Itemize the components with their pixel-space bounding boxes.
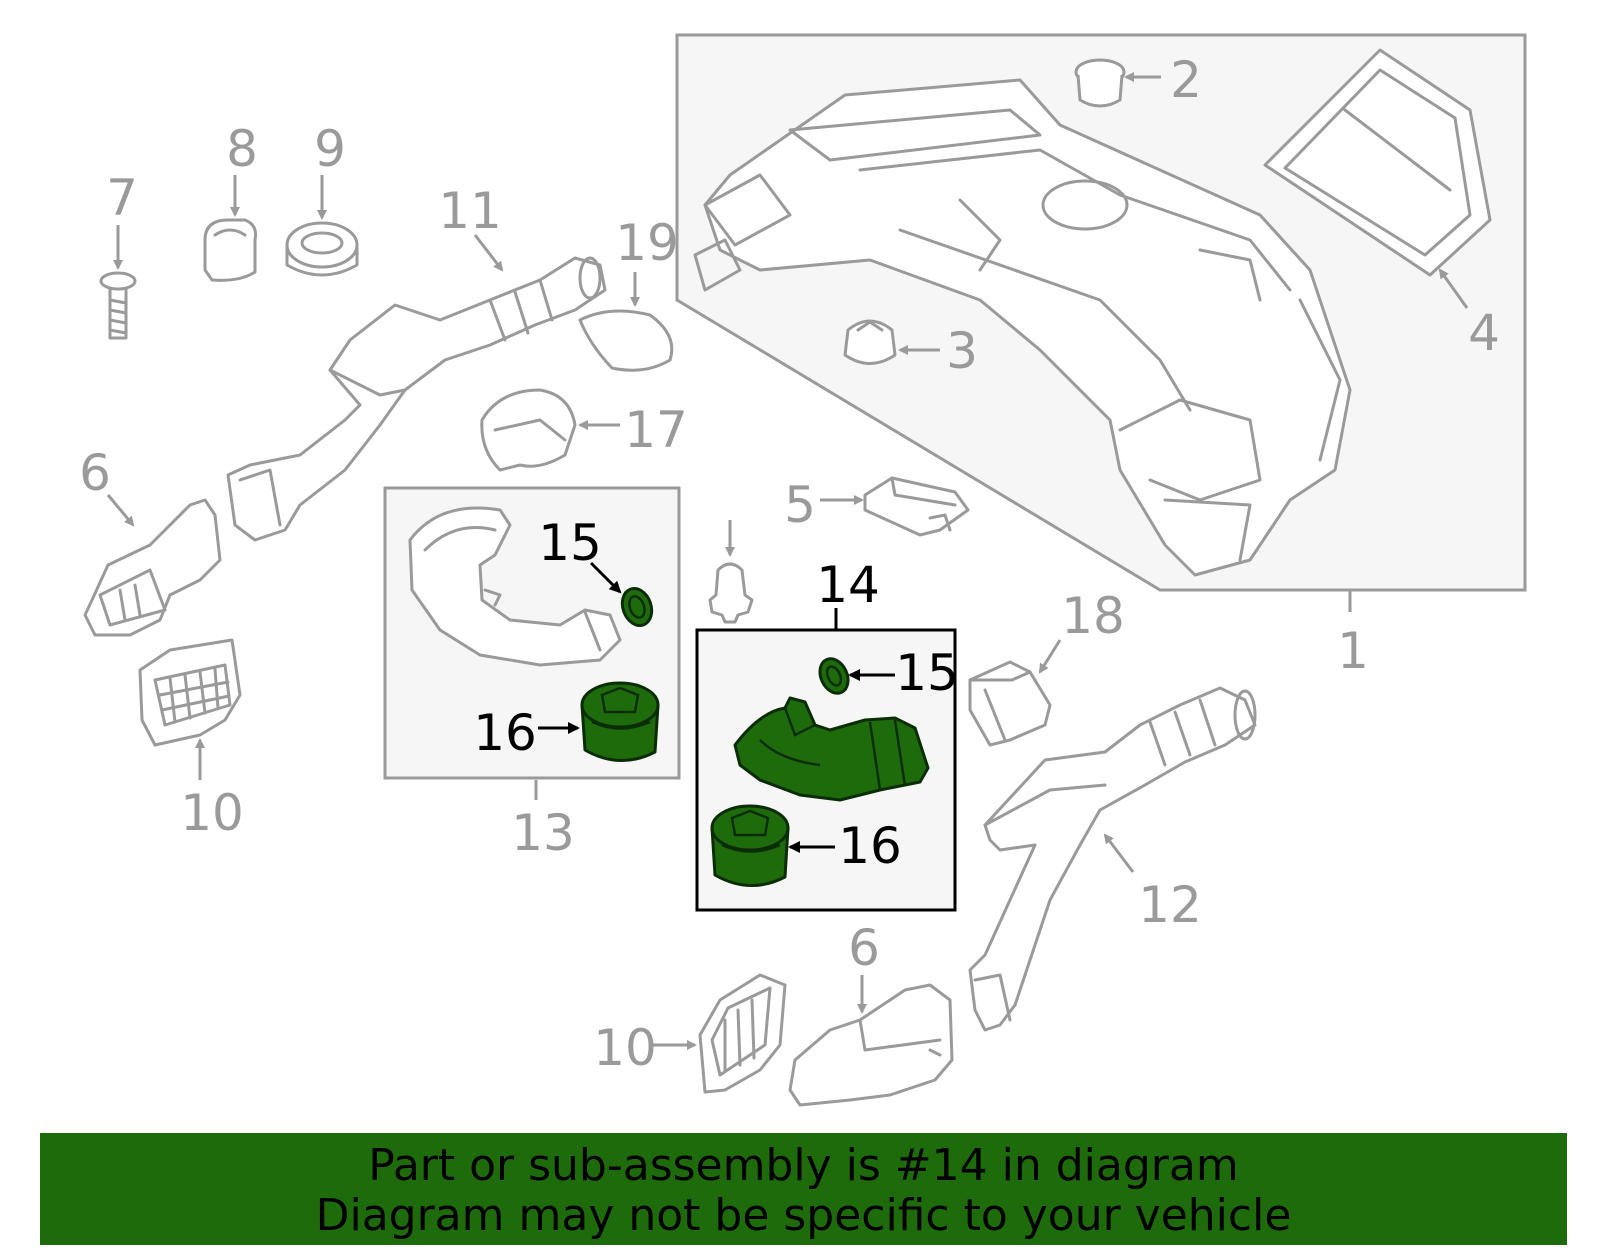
- banner-line-2: Diagram may not be specific to your vehi…: [315, 1190, 1292, 1241]
- callout-16-box13: 16: [473, 704, 537, 762]
- callout-18: 18: [1061, 587, 1125, 645]
- callout-11: 11: [438, 182, 502, 240]
- callout-19: 19: [615, 214, 679, 272]
- callout-6-left: 6: [79, 444, 111, 502]
- callout-10-left: 10: [180, 784, 244, 842]
- seal-19[interactable]: [578, 309, 674, 372]
- intake-hose-14[interactable]: [733, 696, 930, 802]
- callout-6-lower: 6: [848, 919, 880, 977]
- seal-15-box14[interactable]: [815, 654, 854, 698]
- grommet-2-top[interactable]: [1074, 58, 1126, 108]
- grille-10-left[interactable]: [138, 638, 242, 747]
- intake-duct-11[interactable]: [226, 256, 607, 542]
- callout-5: 5: [784, 476, 816, 534]
- callout-13: 13: [511, 804, 575, 862]
- assembly-14-group[interactable]: [695, 628, 957, 912]
- callout-15-box13: 15: [538, 514, 602, 572]
- insulator-16-box13[interactable]: [580, 681, 660, 762]
- info-banner: Part or sub-assembly is #14 in diagram D…: [40, 1133, 1567, 1245]
- intake-hose-13[interactable]: [408, 506, 622, 667]
- grommet-3[interactable]: [843, 319, 897, 365]
- insulator-18[interactable]: [968, 660, 1052, 747]
- intake-duct-12[interactable]: [968, 686, 1257, 1032]
- callout-17: 17: [624, 401, 688, 459]
- callout-labels: 1 2 3 4 5 6 6 7 8 9 10 10 11 12 13 14 15…: [79, 51, 1500, 1077]
- callout-3: 3: [946, 322, 978, 380]
- air-cleaner-assembly-group: [675, 33, 1527, 592]
- insulator-17[interactable]: [480, 388, 577, 472]
- air-cleaner-housing[interactable]: [693, 78, 1352, 577]
- callout-7: 7: [106, 169, 138, 227]
- sensor-5[interactable]: [863, 476, 970, 537]
- callout-8: 8: [226, 120, 258, 178]
- grommet-9[interactable]: [285, 221, 359, 277]
- callout-leaders: [106, 72, 1469, 1050]
- callout-14: 14: [816, 556, 880, 614]
- callout-15-box14: 15: [895, 644, 959, 702]
- callout-2-top: 2: [1170, 51, 1202, 109]
- grommet-2-mid[interactable]: [708, 562, 754, 624]
- grille-10-lower[interactable]: [698, 973, 787, 1094]
- insulator-16-box14[interactable]: [710, 804, 790, 887]
- callout-16-box14: 16: [838, 817, 902, 875]
- banner-line-1: Part or sub-assembly is #14 in diagram: [368, 1140, 1239, 1191]
- callout-10-lower: 10: [593, 1019, 657, 1077]
- callout-9: 9: [314, 120, 346, 178]
- assembly-13-group: [383, 486, 681, 780]
- callout-12: 12: [1138, 876, 1202, 934]
- duct-6-lower[interactable]: [788, 983, 954, 1107]
- callout-4: 4: [1468, 304, 1500, 362]
- seal-15-box13[interactable]: [617, 584, 656, 629]
- bolt-7[interactable]: [99, 271, 137, 340]
- clip-8[interactable]: [203, 218, 257, 282]
- duct-6-left[interactable]: [83, 498, 222, 637]
- air-filter-element[interactable]: [1263, 48, 1492, 277]
- callout-1: 1: [1337, 622, 1369, 680]
